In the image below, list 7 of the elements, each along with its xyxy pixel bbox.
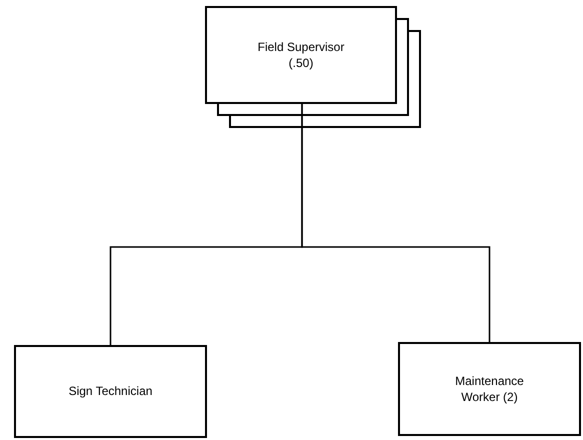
- connector-line: [301, 104, 490, 342]
- position-box: [14, 345, 207, 438]
- stacked-position-box: [205, 6, 397, 104]
- position-title: Maintenance Worker (2): [454, 372, 525, 406]
- position-title: Field Supervisor (.50): [256, 38, 346, 72]
- position-title: Sign Technician: [68, 383, 154, 400]
- position-box: [398, 342, 581, 436]
